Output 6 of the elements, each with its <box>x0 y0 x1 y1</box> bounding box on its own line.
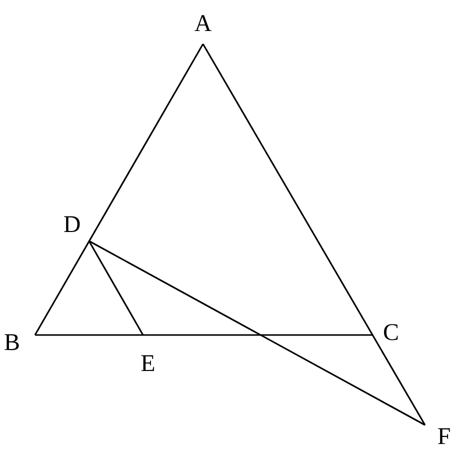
point-label: D <box>63 213 81 237</box>
point-label: A <box>194 12 212 36</box>
point-label: C <box>383 321 399 345</box>
point-label: F <box>437 425 451 449</box>
point-label: B <box>4 331 20 355</box>
point-label: E <box>140 352 156 376</box>
